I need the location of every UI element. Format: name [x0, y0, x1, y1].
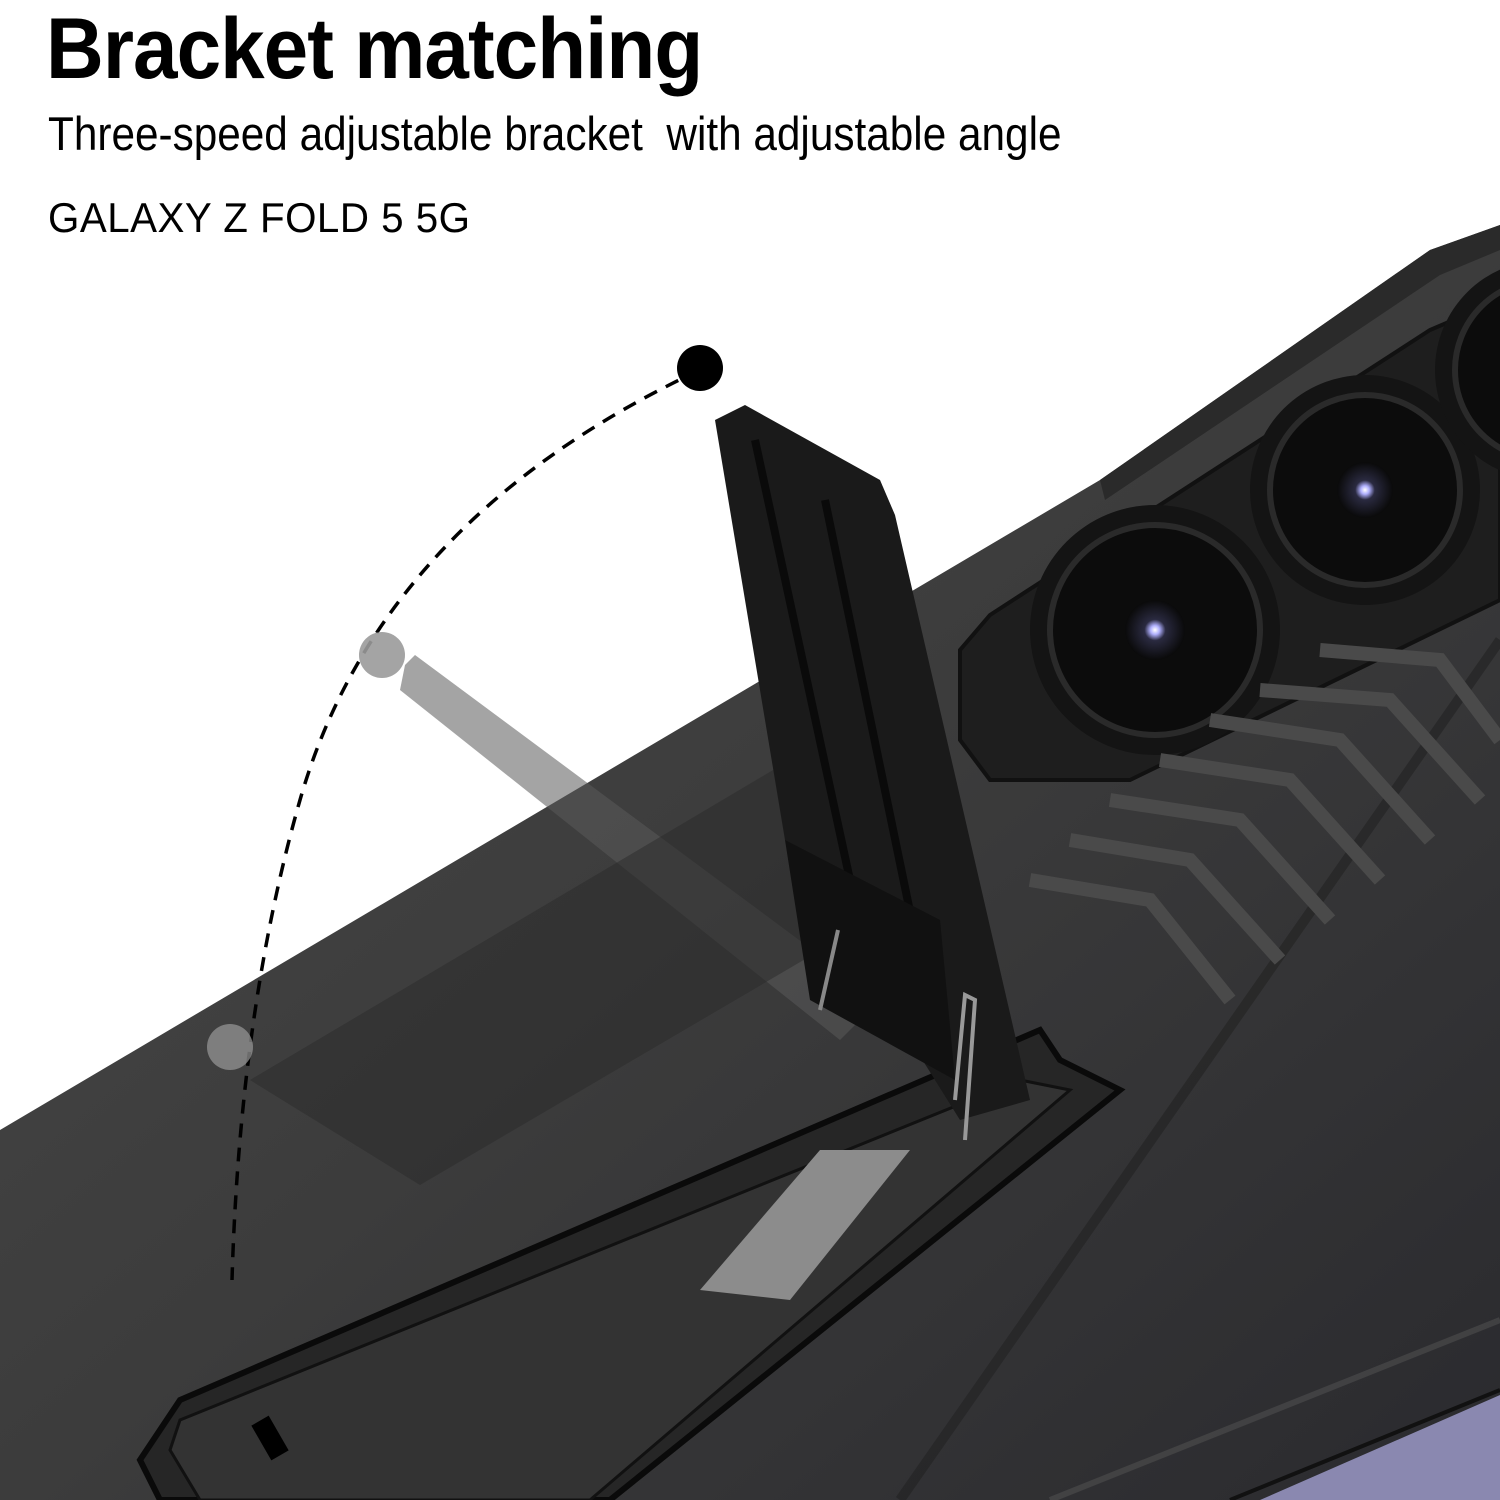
- camera-lens-3: [1435, 269, 1500, 471]
- position-marker-upright: [677, 345, 723, 391]
- camera-lens-1: [1030, 505, 1280, 755]
- position-marker-middle: [359, 632, 405, 678]
- device-model-label: GALAXY Z FOLD 5 5G: [48, 194, 471, 241]
- kickstand-slot: [136, 1026, 1126, 1500]
- subtitle: Three-speed adjustable bracket with adju…: [48, 107, 1062, 160]
- rotation-arc: [230, 368, 701, 1281]
- page-title: Bracket matching: [46, 1, 703, 97]
- position-marker-low: [207, 1024, 253, 1070]
- kickstand-bracket: [715, 405, 1030, 1141]
- camera-lens-2: [1250, 375, 1480, 605]
- ghost-bracket-low: [250, 760, 940, 1185]
- slot-opening: [700, 1150, 910, 1300]
- grip-texture: [1028, 643, 1500, 1005]
